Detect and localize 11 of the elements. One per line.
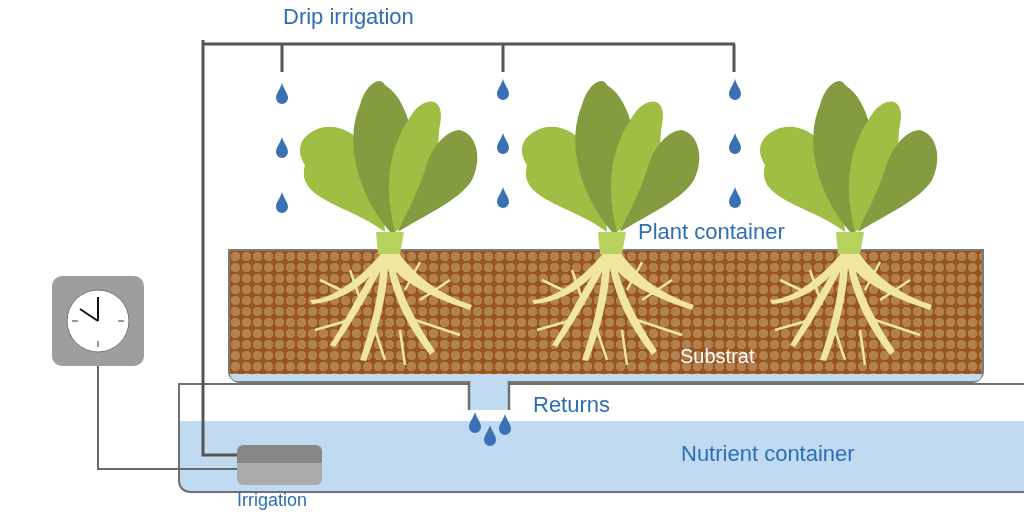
diagram-label: Plant container — [638, 219, 785, 246]
cable — [97, 365, 238, 470]
pump-box — [237, 445, 322, 485]
diagram-label: Irrigation — [237, 490, 308, 512]
pipe — [201, 40, 237, 457]
diagram-label: Drip irrigation — [283, 4, 414, 31]
diagram-label: Substrat — [680, 344, 755, 368]
nutrient-tank — [178, 383, 1024, 493]
timer-box — [52, 276, 144, 366]
diagram-label: Nutrient container — [681, 441, 855, 468]
diagram-label: Returns — [533, 392, 611, 419]
